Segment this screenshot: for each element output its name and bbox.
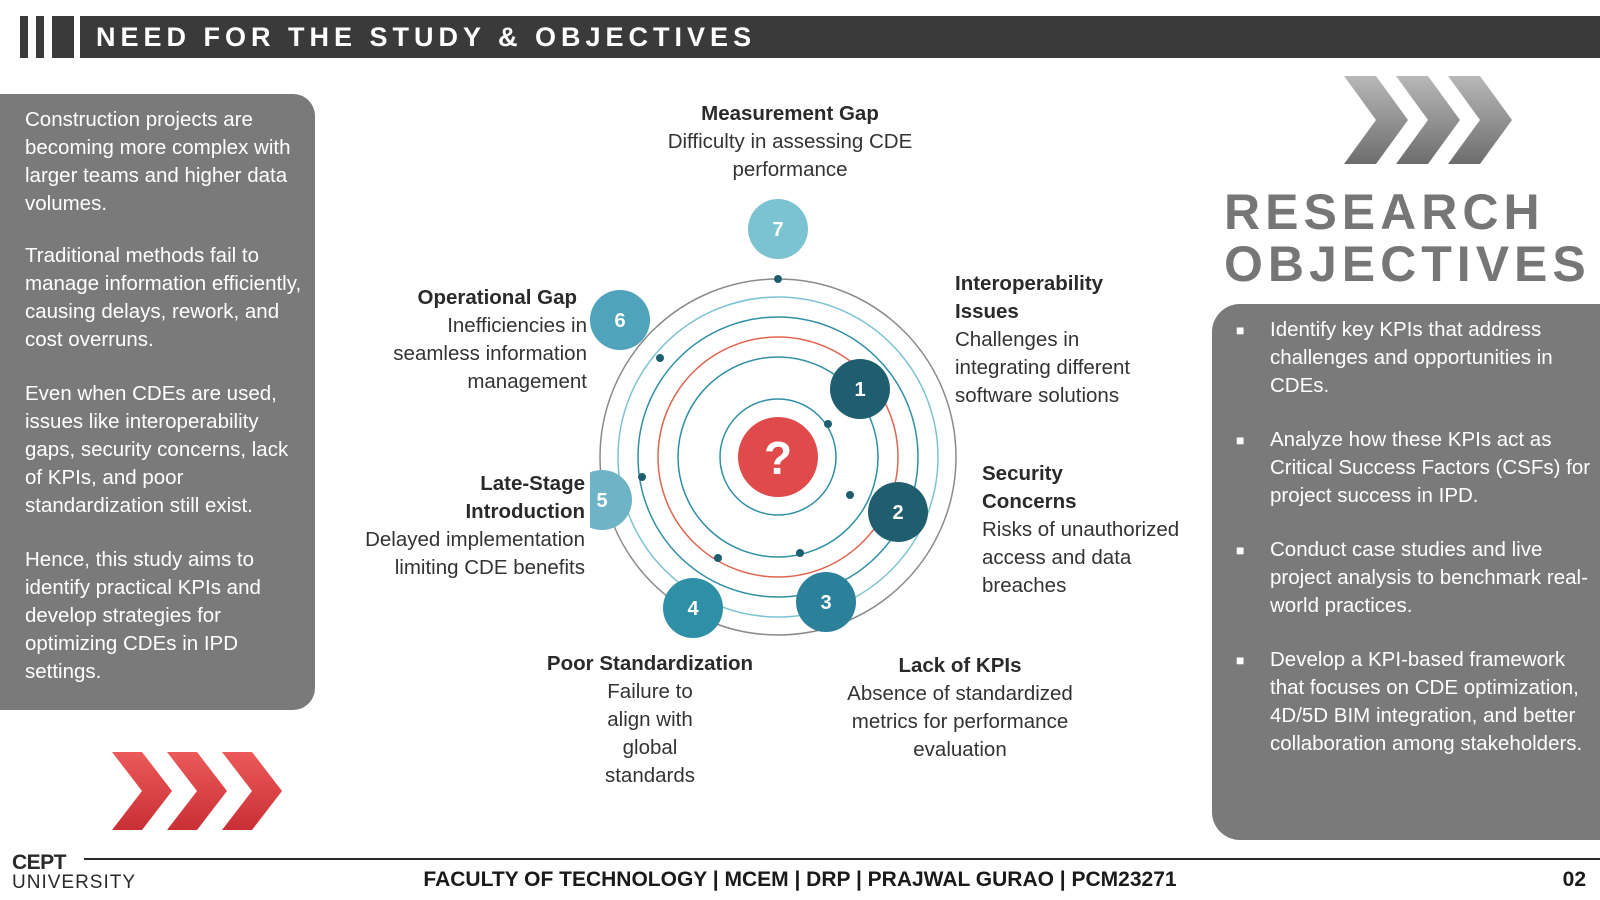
research-title-line: RESEARCH xyxy=(1224,184,1545,240)
logo-top-text: CEPT xyxy=(12,851,67,874)
label-lack-of-kpis: Lack of KPIs Absence of standardized met… xyxy=(830,652,1090,764)
node-4-desc: Failure to align with global standards xyxy=(604,680,696,787)
node-2-desc: Risks of unauthorized access and data br… xyxy=(982,518,1180,597)
ring-marker xyxy=(774,275,782,283)
label-late-stage: Late-Stage Introduction Delayed implemen… xyxy=(330,470,585,582)
node-5-number: 5 xyxy=(596,490,607,512)
objective-item: Analyze how these KPIs act as Critical S… xyxy=(1270,428,1591,507)
footer-divider xyxy=(84,858,1600,860)
header-band: NEED FOR THE STUDY & OBJECTIVES xyxy=(80,16,1600,58)
label-poor-standardization: Poor Standardization Failure to align wi… xyxy=(525,650,775,790)
need-paragraph: Hence, this study aims to identify pract… xyxy=(25,548,261,683)
node-3-number: 3 xyxy=(820,592,831,614)
node-4-bubble xyxy=(663,578,723,638)
node-5-title: Late-Stage Introduction xyxy=(465,472,585,523)
diagram-ring xyxy=(637,316,919,598)
need-paragraph: Construction projects are becoming more … xyxy=(25,108,291,215)
objective-item: Identify key KPIs that address challenge… xyxy=(1270,318,1553,397)
node-6-bubble xyxy=(590,290,650,350)
question-mark-icon: ? xyxy=(764,432,792,484)
center-question-circle xyxy=(738,417,818,497)
label-operational-gap: Operational Gap Inefficiencies in seamle… xyxy=(360,284,587,396)
label-security: Security Concerns Risks of unauthorized … xyxy=(982,460,1202,600)
node-2-bubble xyxy=(868,482,928,542)
node-1-title: Interoperability Issues xyxy=(955,272,1104,323)
header-stripe xyxy=(52,16,74,58)
node-4-title: Poor Standardization xyxy=(546,652,754,675)
diagram-ring xyxy=(719,398,837,516)
header-bar: NEED FOR THE STUDY & OBJECTIVES xyxy=(0,16,1600,58)
objective-item: Conduct case studies and live project an… xyxy=(1270,538,1588,617)
logo-bottom-text: UNIVERSITY xyxy=(12,872,137,893)
node-7-bubble xyxy=(748,199,808,259)
bullet-icon: ■ xyxy=(1236,322,1245,338)
node-4-number: 4 xyxy=(687,598,699,620)
node-1-desc: Challenges in integrating different soft… xyxy=(955,328,1131,407)
need-paragraph: Even when CDEs are used, issues like int… xyxy=(25,382,289,517)
page-title: NEED FOR THE STUDY & OBJECTIVES xyxy=(96,22,757,52)
node-7-desc: Difficulty in assessing CDE performance xyxy=(667,130,913,181)
header-stripe xyxy=(36,16,44,58)
ring-marker xyxy=(824,420,832,428)
research-title-line: OBJECTIVES xyxy=(1224,236,1591,292)
ring-marker xyxy=(846,491,854,499)
red-chevron-arrows-icon xyxy=(112,752,282,830)
footer-text: FACULTY OF TECHNOLOGY | MCEM | DRP | PRA… xyxy=(423,868,1177,891)
node-6-number: 6 xyxy=(614,310,625,332)
node-6-title: Operational Gap xyxy=(417,286,577,309)
ring-marker xyxy=(796,549,804,557)
need-paragraph: Traditional methods fail to manage infor… xyxy=(25,244,302,351)
node-2-title: Security Concerns xyxy=(982,462,1077,513)
research-objectives-heading: RESEARCH OBJECTIVES xyxy=(1224,186,1591,290)
header-stripe xyxy=(20,16,28,58)
node-3-title: Lack of KPIs xyxy=(898,654,1022,677)
bullet-icon: ■ xyxy=(1236,652,1245,668)
diagram-ring xyxy=(617,296,939,618)
objective-item: Develop a KPI-based framework that focus… xyxy=(1270,648,1583,755)
gray-chevron-arrows-icon xyxy=(1344,76,1512,164)
diagram-ring xyxy=(677,356,879,558)
node-1-bubble xyxy=(830,359,890,419)
node-3-bubble xyxy=(796,572,856,632)
need-panel: Construction projects are becoming more … xyxy=(0,94,315,710)
node-3-desc: Absence of standardized metrics for perf… xyxy=(847,682,1073,761)
diagram-ring xyxy=(657,336,899,578)
bullet-icon: ■ xyxy=(1236,432,1245,448)
cept-university-logo: CEPT UNIVERSITY xyxy=(12,851,137,893)
node-5-bubble xyxy=(590,470,632,530)
label-measurement-gap: Measurement Gap Difficulty in assessing … xyxy=(640,100,940,184)
ring-marker xyxy=(656,354,664,362)
bullet-icon: ■ xyxy=(1236,542,1245,558)
node-2-number: 2 xyxy=(892,502,903,524)
page-number: 02 xyxy=(1562,868,1586,891)
node-5-desc: Delayed implementation limiting CDE bene… xyxy=(365,528,585,579)
node-7-title: Measurement Gap xyxy=(701,102,879,125)
ring-marker xyxy=(638,473,646,481)
objectives-panel: ■ Identify key KPIs that address challen… xyxy=(1212,304,1600,840)
node-6-desc: Inefficiencies in seamless information m… xyxy=(393,314,587,393)
challenges-diagram: ? 7 6 5 4 3 2 1 xyxy=(590,199,957,638)
label-interoperability: Interoperability Issues Challenges in in… xyxy=(955,270,1165,410)
ring-marker xyxy=(714,554,722,562)
node-1-number: 1 xyxy=(854,379,865,401)
node-7-number: 7 xyxy=(772,219,783,241)
